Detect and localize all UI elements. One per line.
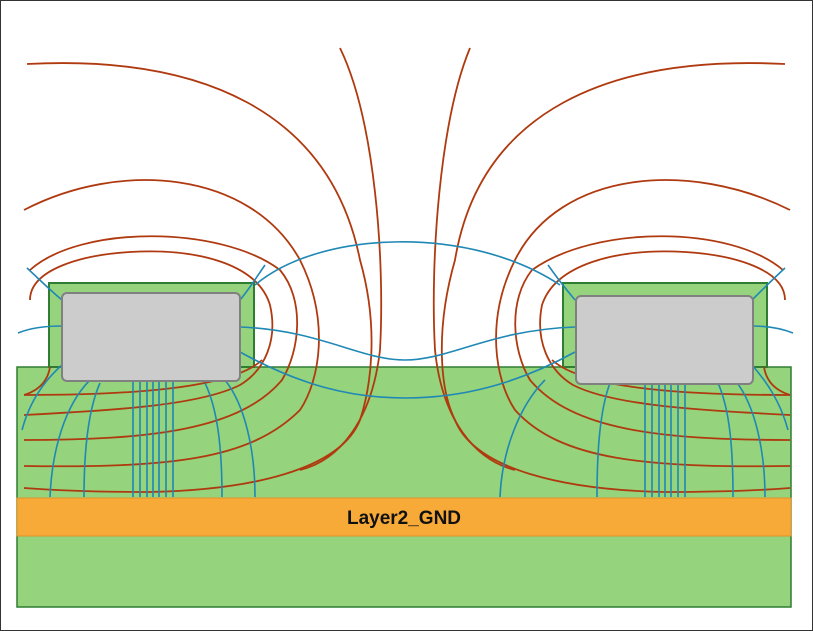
h-line-right-out-1	[751, 267, 786, 301]
h-fan-left-11	[224, 379, 256, 498]
e-line-right-3	[514, 235, 791, 441]
e-line-right-5	[551, 359, 791, 396]
e-line-left-7	[299, 47, 383, 471]
magnetic-field-lines	[17, 241, 794, 498]
electric-field-lines	[23, 47, 791, 493]
h-line-2	[239, 326, 576, 361]
h-fan-left-1	[49, 379, 91, 498]
ground-plane-label: Layer2_GND	[347, 508, 461, 529]
e-line-right-1	[440, 62, 791, 493]
e-line-left-3	[23, 235, 299, 441]
h-fan-right-10	[717, 382, 734, 498]
h-line-right-out-4	[547, 264, 576, 301]
h-line-right-out-3	[751, 364, 789, 431]
h-line-1	[254, 241, 561, 286]
e-line-right-7	[432, 47, 516, 471]
h-fan-right-1	[499, 379, 546, 498]
h-fan-right-11	[734, 379, 766, 498]
h-line-left-out-3	[21, 364, 63, 431]
h-fan-left-2	[83, 382, 101, 498]
e-line-right-6	[763, 366, 791, 396]
h-line-right-out-2	[751, 325, 794, 334]
h-line-left-out-2	[17, 325, 63, 334]
ground-plane	[16, 497, 792, 537]
left-conductor	[61, 292, 241, 382]
h-line-3	[239, 351, 576, 399]
h-fan-left-10	[204, 382, 223, 498]
h-line-left-out-4	[239, 264, 266, 301]
e-line-left-4	[23, 250, 274, 416]
h-fan-right-2	[596, 382, 611, 498]
e-line-left-5	[23, 359, 263, 396]
e-line-right-2	[495, 179, 791, 468]
e-line-left-6	[23, 366, 51, 396]
e-line-right-4	[539, 250, 791, 416]
h-line-left-out-1	[26, 267, 63, 301]
right-conductor	[575, 295, 754, 385]
